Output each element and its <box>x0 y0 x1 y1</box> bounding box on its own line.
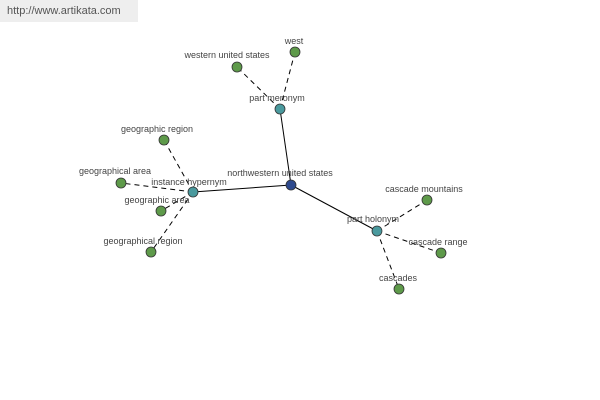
site-url[interactable]: http://www.artikata.com <box>7 5 121 17</box>
node-geographical-area[interactable] <box>115 177 127 189</box>
node-part-holonym[interactable] <box>371 225 383 237</box>
label-cascades[interactable]: cascades <box>379 273 418 283</box>
edge-instance-hypernym-to-geographic-area <box>160 191 194 212</box>
edge-instance-hypernym-to-geographical-region <box>150 191 194 253</box>
edges-layer <box>120 51 442 290</box>
node-cascade-range[interactable] <box>435 247 447 259</box>
label-west[interactable]: west <box>284 36 304 46</box>
edge-part-holonym-to-cascade-range <box>376 230 442 254</box>
label-cascade-mountains[interactable]: cascade mountains <box>385 184 463 194</box>
label-part-holonym[interactable]: part holonym <box>347 214 399 224</box>
edge-center-to-part-holonym <box>290 184 378 232</box>
edge-part-holonym-to-cascade-mountains <box>376 199 428 232</box>
node-west[interactable] <box>289 46 301 58</box>
edge-part-meronym-to-west <box>279 51 296 110</box>
node-geographic-area[interactable] <box>155 205 167 217</box>
label-geographic-region[interactable]: geographic region <box>121 124 193 134</box>
label-geographical-region[interactable]: geographical region <box>103 236 182 246</box>
label-center[interactable]: northwestern united states <box>227 168 333 178</box>
edge-instance-hypernym-to-geographic-region <box>163 139 194 193</box>
node-center[interactable] <box>285 179 297 191</box>
node-western-us[interactable] <box>231 61 243 73</box>
edge-part-meronym-to-western-us <box>236 66 281 110</box>
node-geographic-region[interactable] <box>158 134 170 146</box>
edge-instance-hypernym-to-geographical-area <box>120 182 194 193</box>
label-geographic-area[interactable]: geographic area <box>124 195 189 205</box>
url-bar: http://www.artikata.com <box>0 0 138 22</box>
edge-center-to-part-meronym <box>279 108 292 186</box>
nodes-layer <box>115 46 447 295</box>
labels-layer: northwestern united states part meronym we… <box>79 36 468 283</box>
node-cascades[interactable] <box>393 283 405 295</box>
label-cascade-range[interactable]: cascade range <box>408 237 467 247</box>
edge-center-to-instance-hypernym <box>192 184 292 193</box>
node-cascade-mountains[interactable] <box>421 194 433 206</box>
label-western-us[interactable]: western united states <box>183 50 270 60</box>
node-part-meronym[interactable] <box>274 103 286 115</box>
label-instance-hypernym[interactable]: instance hypernym <box>151 177 227 187</box>
label-part-meronym[interactable]: part meronym <box>249 93 305 103</box>
edge-part-holonym-to-cascades <box>376 230 400 290</box>
label-geographical-area[interactable]: geographical area <box>79 166 151 176</box>
node-instance-hypernym[interactable] <box>187 186 199 198</box>
node-geographical-region[interactable] <box>145 246 157 258</box>
